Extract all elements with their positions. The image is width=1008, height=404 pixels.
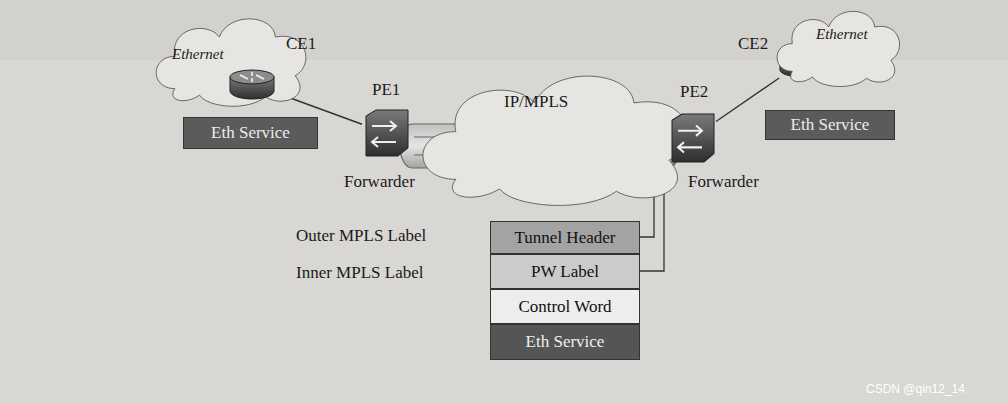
watermark: CSDN @qin12_14 (866, 382, 965, 396)
cloud-outline (412, 60, 704, 208)
network-cloud: IP/MPLS (412, 60, 704, 208)
box-label: Control Word (518, 297, 611, 317)
router-shape (228, 68, 276, 100)
label-box: Eth Service (765, 110, 895, 140)
router-label: CE1 (286, 34, 316, 54)
router-shape (362, 108, 410, 158)
box-label: Eth Service (526, 332, 605, 352)
label-box: Tunnel Header (490, 221, 640, 254)
cloud-label: IP/MPLS (504, 92, 568, 112)
network-cloud: Ethernet (772, 2, 907, 88)
box-label: Eth Service (211, 123, 290, 143)
callout-label: Outer MPLS Label (296, 226, 426, 246)
router-icon: PE1Forwarder (362, 108, 410, 158)
cloud-outline (772, 2, 907, 88)
router-label: Forwarder (344, 172, 415, 192)
router-shape (668, 112, 716, 164)
cloud-label: Ethernet (816, 26, 868, 43)
box-label: PW Label (531, 262, 599, 282)
router-label: PE1 (372, 80, 400, 100)
label-box: Eth Service (183, 117, 318, 149)
label-box: PW Label (490, 254, 640, 289)
callout-label: Inner MPLS Label (296, 263, 423, 283)
box-label: Tunnel Header (515, 228, 616, 248)
router-icon: CE1 (228, 68, 276, 100)
router-label: PE2 (680, 82, 708, 102)
label-box: Control Word (490, 289, 640, 324)
router-label: CE2 (738, 34, 768, 54)
box-label: Eth Service (791, 115, 870, 135)
label-box: Eth Service (490, 324, 640, 360)
router-label: Forwarder (688, 172, 759, 192)
router-icon: PE2Forwarder (668, 112, 716, 164)
cloud-label: Ethernet (172, 46, 224, 63)
